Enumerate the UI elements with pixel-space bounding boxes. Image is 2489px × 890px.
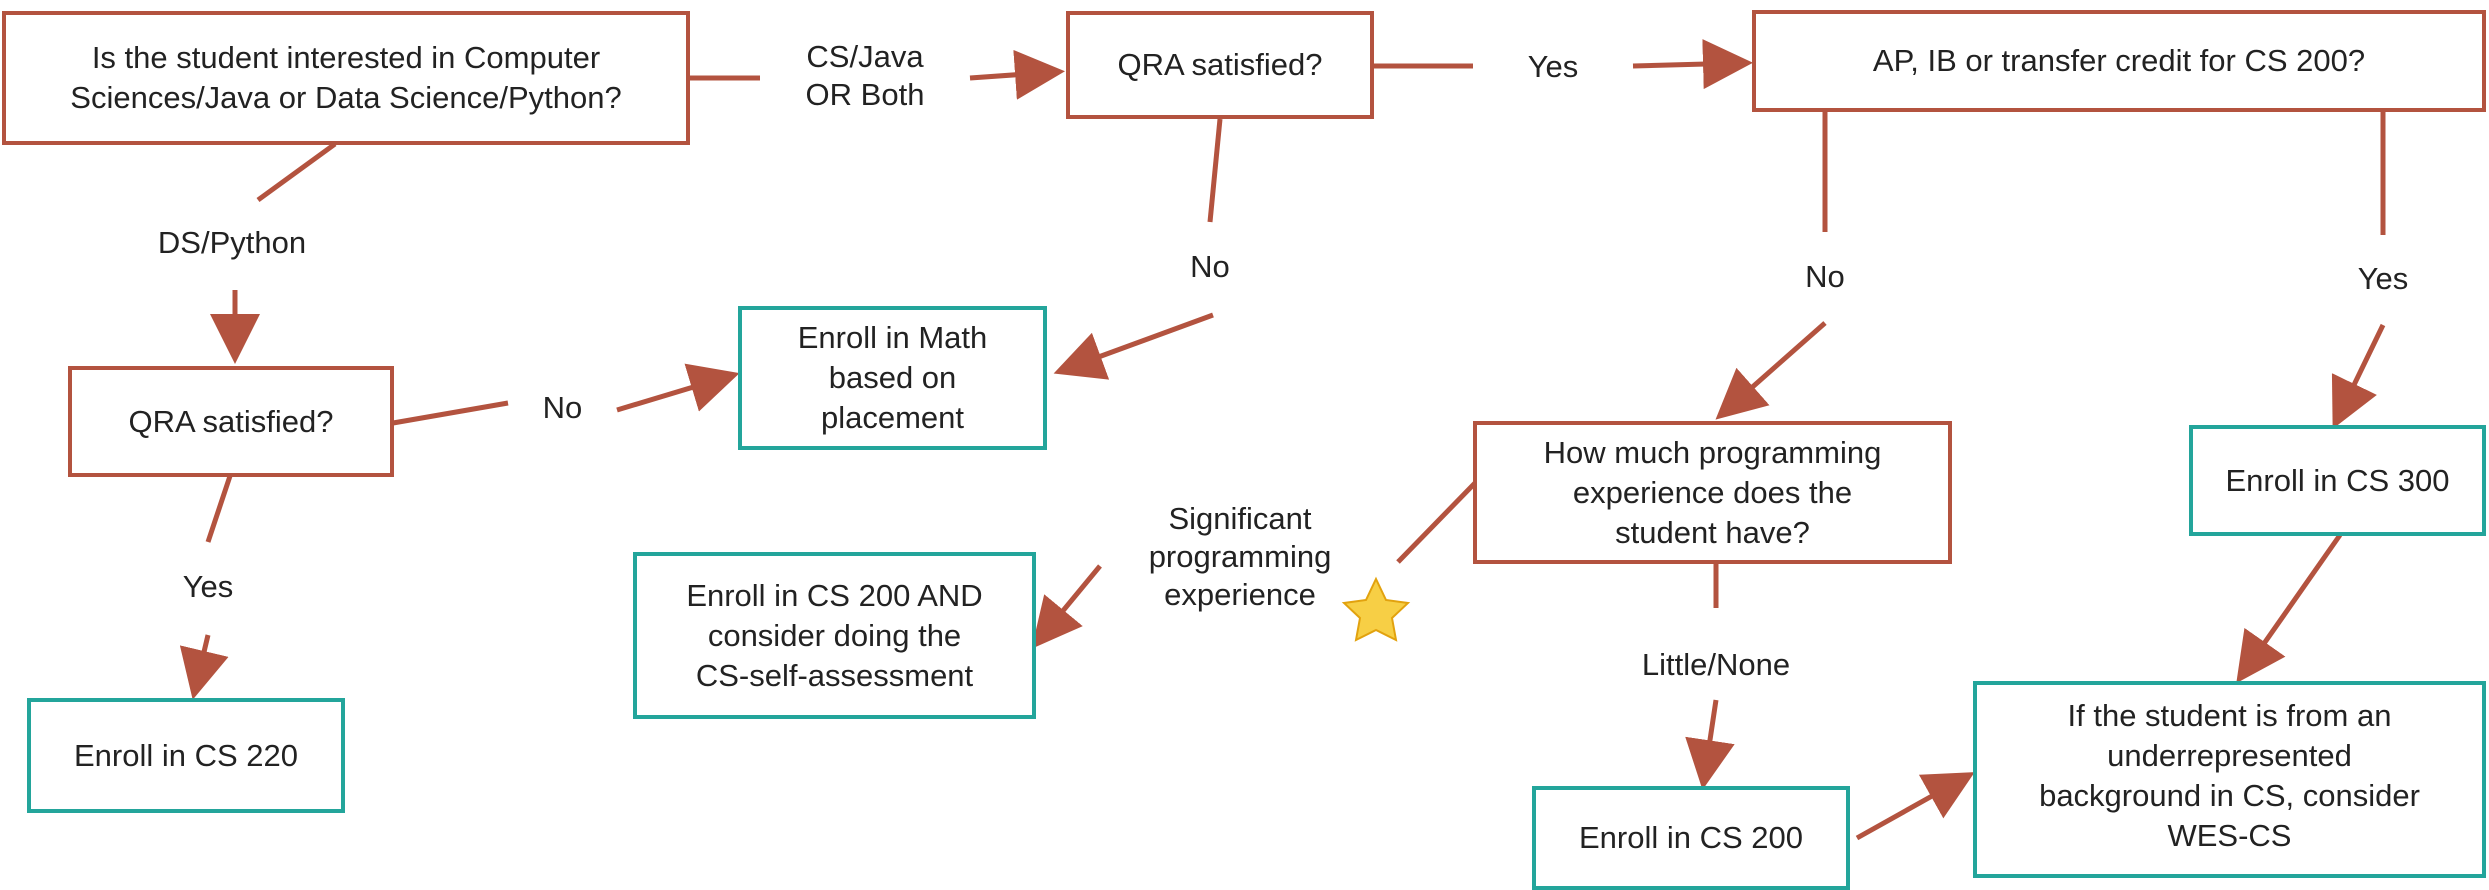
enroll-cs200-assessment-text: Enroll in CS 200 AND consider doing the …: [686, 577, 983, 693]
edge-label-significant: Significant programming experience: [1148, 501, 1332, 612]
edge-label-no-ap: No: [1805, 259, 1845, 294]
star-icon: [1341, 576, 1411, 642]
edge-yes-to-ap-credit: [1632, 39, 1753, 90]
edge-label-no-qra-cs: No: [1190, 249, 1230, 284]
enroll-math-box: Enroll in Math based on placement: [738, 306, 1047, 450]
interest-question-text: Is the student interested in Computer Sc…: [70, 40, 622, 115]
programming-experience-question-box: How much programming experience does the…: [1473, 421, 1952, 564]
edge-qra-cs-to-no: [1207, 118, 1223, 223]
edge-no-to-programming: [1715, 321, 1827, 420]
ap-credit-question-box: AP, IB or transfer credit for CS 200?: [1752, 10, 2486, 112]
enroll-cs200-text: Enroll in CS 200: [1578, 820, 1803, 855]
edge-significant-to-assessment: [1031, 564, 1102, 649]
edge-cs200-to-wes: [1855, 772, 1975, 841]
enroll-cs220-text: Enroll in CS 220: [73, 737, 298, 773]
edge-little-to-cs200: [1685, 699, 1735, 790]
edge-yes-to-cs300: [2331, 323, 2386, 430]
qra-ds-question-box: QRA satisfied?: [68, 366, 394, 477]
edge-programming-to-significant: [1396, 481, 1477, 564]
enroll-cs200-box: Enroll in CS 200: [1532, 786, 1850, 890]
enroll-cs300-box: Enroll in CS 300: [2189, 425, 2486, 536]
edge-label-yes-qra-ds: Yes: [182, 569, 234, 604]
edge-yes-to-cs220: [179, 634, 229, 700]
enroll-math-text: Enroll in Math based on placement: [797, 320, 988, 435]
qra-cs-question-box: QRA satisfied?: [1066, 11, 1374, 119]
enroll-cs220-box: Enroll in CS 220: [27, 698, 345, 813]
edge-no-to-math-left: [616, 363, 740, 413]
edge-cs300-to-wes: [2236, 533, 2343, 684]
programming-experience-question-text: How much programming experience does the…: [1543, 434, 1882, 550]
edge-qra-ds-to-yes: [205, 475, 233, 543]
enroll-cs300-text: Enroll in CS 300: [2225, 462, 2450, 498]
ap-credit-question-text: AP, IB or transfer credit for CS 200?: [1872, 43, 2366, 78]
edge-no-to-math: [1053, 312, 1214, 380]
enroll-cs200-assessment-box: Enroll in CS 200 AND consider doing the …: [633, 552, 1036, 719]
edge-label-ds-python: DS/Python: [157, 225, 307, 260]
edge-interest-to-ds-label: [256, 141, 337, 203]
interest-question-box: Is the student interested in Computer Sc…: [2, 11, 690, 145]
qra-ds-question-text: QRA satisfied?: [128, 403, 334, 439]
edge-cs-label-to-qra-cs: [969, 49, 1065, 100]
edge-label-no-qra-ds: No: [542, 390, 583, 425]
wes-cs-box: If the student is from an underrepresent…: [1973, 681, 2486, 878]
edge-label-yes-qra-cs: Yes: [1527, 49, 1579, 84]
edge-label-yes-ap: Yes: [2357, 261, 2409, 296]
edge-label-little-none: Little/None: [1641, 647, 1791, 682]
edge-qra-ds-to-no: [392, 400, 509, 426]
qra-cs-question-text: QRA satisfied?: [1117, 47, 1323, 82]
edge-label-cs-java: CS/Java OR Both: [805, 39, 925, 112]
wes-cs-text: If the student is from an underrepresent…: [2039, 697, 2420, 853]
